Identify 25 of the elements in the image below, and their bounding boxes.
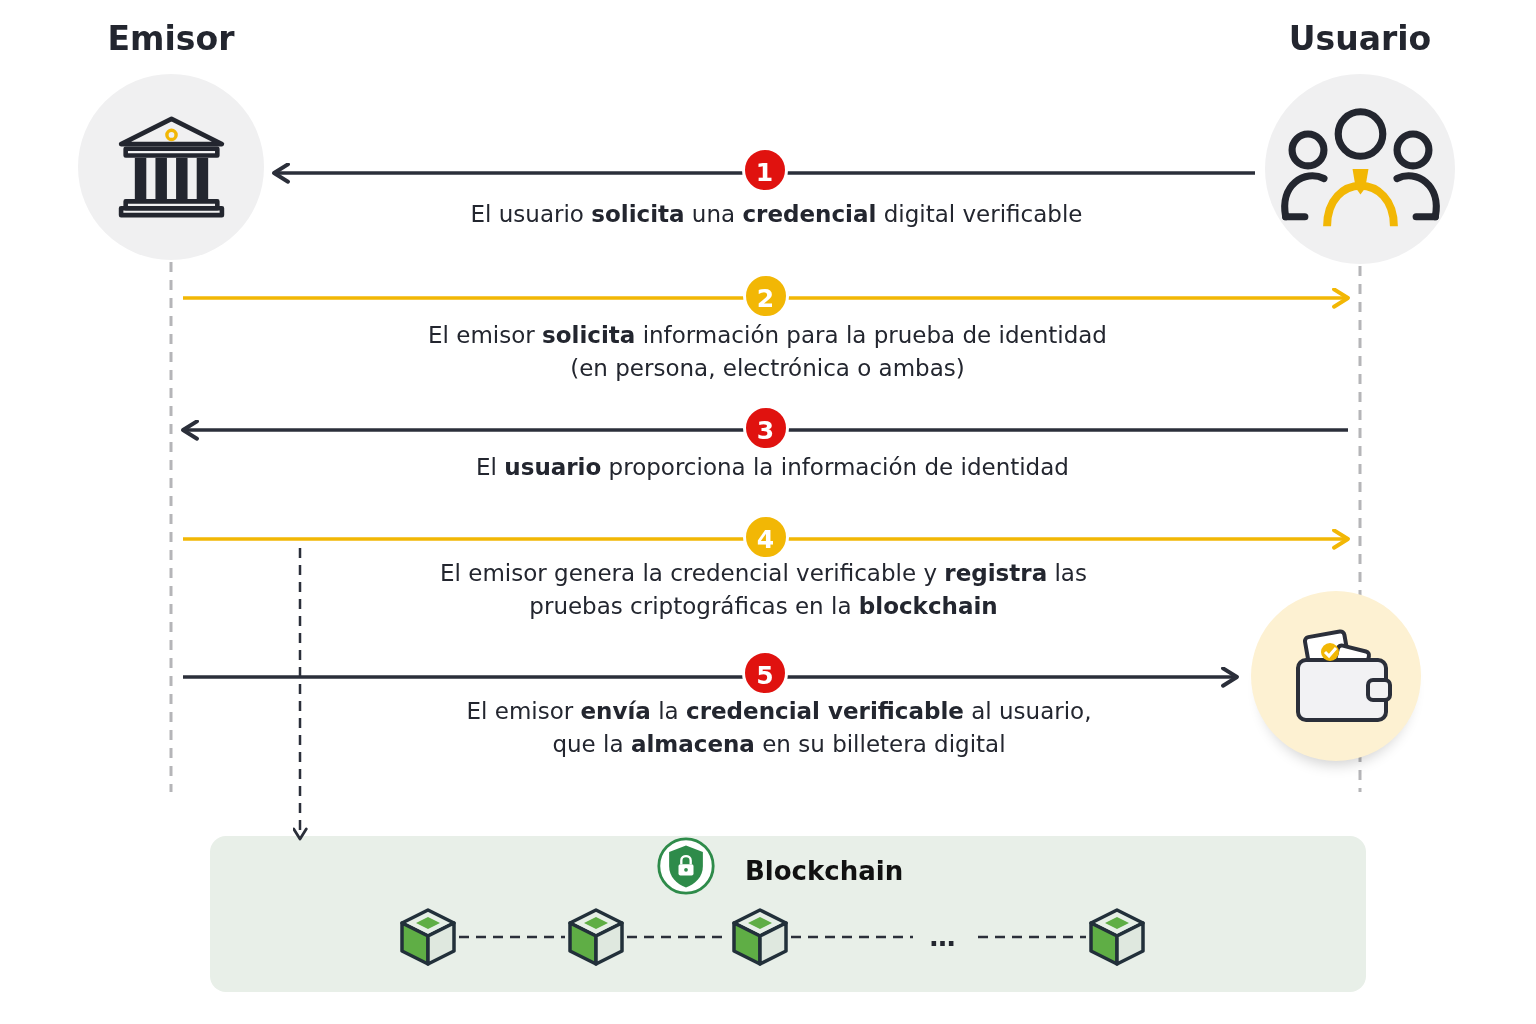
arrow: [272, 162, 1255, 184]
arrow: [183, 666, 1239, 688]
panel-title: Blockchain: [745, 855, 904, 888]
block-cube-icon: [397, 906, 459, 968]
block-cube-icon: [1086, 906, 1148, 968]
edge-label: El emisor genera la credencial verificable y registra las pruebas criptográficas en la blockchain: [439, 559, 1088, 621]
step-number-badge: 1: [741, 147, 788, 193]
edge-label: El usuario proporciona la información de identidad: [475, 452, 1070, 482]
edge-label: El emisor envía la credencial verificable al usuario, que la almacena en su billetera digital: [465, 697, 1093, 759]
actor-title: Usuario: [1287, 18, 1433, 60]
arrow: [292, 548, 308, 841]
step-number-badge: 5: [742, 650, 788, 696]
block-cube-icon: [565, 906, 627, 968]
actor-title: Emisor: [106, 18, 236, 60]
arrow: [181, 419, 1348, 441]
arrow: [183, 528, 1350, 550]
step-number-badge: 4: [742, 514, 789, 560]
step-number-badge: 2: [742, 273, 789, 319]
block-cube-icon: [729, 906, 791, 968]
step-number-badge: 3: [742, 405, 789, 451]
dashed-connector: [459, 935, 565, 939]
arrow: [183, 287, 1350, 309]
edge-label: El usuario solicita una credencial digital verificable: [469, 199, 1084, 229]
edge-label: El emisor solicita información para la prueba de identidad (en persona, electrónica o ambas): [427, 321, 1108, 383]
blockchain-panel: [210, 836, 1366, 992]
